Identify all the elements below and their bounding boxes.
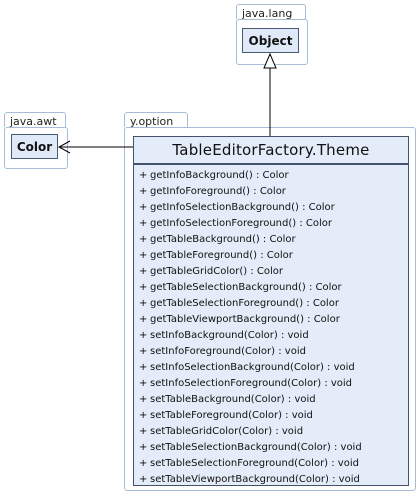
visibility-public-icon: +: [139, 442, 148, 453]
method-item[interactable]: +setInfoSelectionForeground(Color) : voi…: [134, 376, 408, 392]
package-tab-y-option: y.option: [124, 112, 188, 128]
visibility-public-icon: +: [139, 298, 148, 309]
method-item[interactable]: +getTableForeground() : Color: [134, 248, 408, 264]
class-color-label: Color: [16, 139, 53, 154]
visibility-public-icon: +: [139, 410, 148, 421]
class-title: TableEditorFactory.Theme: [134, 137, 408, 165]
method-item[interactable]: +getInfoBackground() : Color: [134, 168, 408, 184]
method-item[interactable]: +getTableBackground() : Color: [134, 232, 408, 248]
method-item[interactable]: +setTableForeground(Color) : void: [134, 408, 408, 424]
generalization-arrowhead: [263, 52, 277, 69]
method-item[interactable]: +setInfoSelectionBackground(Color) : voi…: [134, 360, 408, 376]
visibility-public-icon: +: [139, 218, 148, 229]
method-signature: getTableViewportBackground() : Color: [150, 314, 340, 325]
visibility-public-icon: +: [139, 394, 148, 405]
method-signature: setInfoSelectionBackground(Color) : void: [150, 362, 355, 373]
method-signature: getInfoBackground() : Color: [150, 170, 289, 181]
visibility-public-icon: +: [139, 250, 148, 261]
method-item[interactable]: +setTableGridColor(Color) : void: [134, 424, 408, 440]
package-label-java-awt: java.awt: [10, 115, 57, 128]
method-item[interactable]: +setInfoForeground(Color) : void: [134, 344, 408, 360]
method-item[interactable]: +setTableSelectionForeground(Color) : vo…: [134, 456, 408, 472]
method-item[interactable]: +getInfoSelectionBackground() : Color: [134, 200, 408, 216]
method-signature: setTableSelectionForeground(Color) : voi…: [150, 458, 359, 469]
class-title-text: TableEditorFactory.Theme: [172, 141, 370, 159]
method-item[interactable]: +getInfoForeground() : Color: [134, 184, 408, 200]
method-signature: getTableBackground() : Color: [150, 234, 296, 245]
method-signature: setTableForeground(Color) : void: [150, 410, 313, 421]
visibility-public-icon: +: [139, 362, 148, 373]
visibility-public-icon: +: [139, 234, 148, 245]
visibility-public-icon: +: [139, 346, 148, 357]
method-signature: getInfoSelectionForeground() : Color: [150, 218, 333, 229]
visibility-public-icon: +: [139, 282, 148, 293]
visibility-public-icon: +: [139, 202, 148, 213]
method-item[interactable]: +setInfoBackground(Color) : void: [134, 328, 408, 344]
method-item[interactable]: +setTableBackground(Color) : void: [134, 392, 408, 408]
method-signature: getTableSelectionForeground() : Color: [150, 298, 339, 309]
visibility-public-icon: +: [139, 474, 148, 485]
method-signature: setTableBackground(Color) : void: [150, 394, 316, 405]
method-signature: setTableViewportBackground(Color) : void: [150, 474, 360, 485]
visibility-public-icon: +: [139, 266, 148, 277]
method-signature: getTableGridColor() : Color: [150, 266, 284, 277]
package-tab-java-lang: java.lang: [236, 4, 306, 20]
visibility-public-icon: +: [139, 458, 148, 469]
package-label-y-option: y.option: [130, 115, 174, 128]
class-color[interactable]: Color: [11, 134, 58, 159]
class-table-editor-factory-theme[interactable]: TableEditorFactory.Theme +getInfoBackgro…: [133, 136, 409, 486]
visibility-public-icon: +: [139, 378, 148, 389]
method-item[interactable]: +getTableViewportBackground() : Color: [134, 312, 408, 328]
visibility-public-icon: +: [139, 426, 148, 437]
method-item[interactable]: +getTableSelectionBackground() : Color: [134, 280, 408, 296]
visibility-public-icon: +: [139, 314, 148, 325]
method-signature: getInfoSelectionBackground() : Color: [150, 202, 335, 213]
method-signature: setTableGridColor(Color) : void: [150, 426, 304, 437]
visibility-public-icon: +: [139, 186, 148, 197]
method-item[interactable]: +getTableSelectionForeground() : Color: [134, 296, 408, 312]
visibility-public-icon: +: [139, 170, 148, 181]
method-signature: setTableSelectionBackground(Color) : voi…: [150, 442, 362, 453]
method-signature: setInfoForeground(Color) : void: [150, 346, 306, 357]
class-object[interactable]: Object: [242, 28, 299, 53]
dependency-arrowhead: [57, 140, 71, 154]
method-item[interactable]: +getInfoSelectionForeground() : Color: [134, 216, 408, 232]
method-item[interactable]: +setTableSelectionBackground(Color) : vo…: [134, 440, 408, 456]
method-signature: getInfoForeground() : Color: [150, 186, 286, 197]
visibility-public-icon: +: [139, 330, 148, 341]
method-signature: getTableForeground() : Color: [150, 250, 293, 261]
method-item[interactable]: +getTableGridColor() : Color: [134, 264, 408, 280]
class-object-label: Object: [248, 33, 293, 48]
package-tab-java-awt: java.awt: [4, 112, 66, 128]
method-list: +getInfoBackground() : Color+getInfoFore…: [134, 165, 408, 488]
method-signature: setInfoSelectionForeground(Color) : void: [150, 378, 353, 389]
method-item[interactable]: +setTableViewportBackground(Color) : voi…: [134, 472, 408, 488]
method-signature: setInfoBackground(Color) : void: [150, 330, 309, 341]
method-signature: getTableSelectionBackground() : Color: [150, 282, 342, 293]
package-label-java-lang: java.lang: [242, 7, 293, 20]
